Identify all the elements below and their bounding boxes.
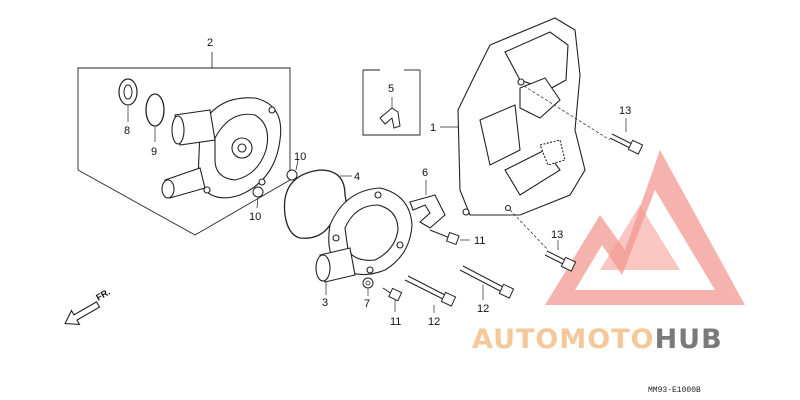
clip-part-5-box [362,69,421,136]
watermark-text: AUTOMOTOHUB [472,324,723,355]
callout-10b: 10 [249,211,261,223]
oil-seal-part-8 [118,78,138,122]
callout-13a: 13 [619,105,631,117]
watermark-text-part2: HUB [655,324,723,355]
washer-part-7 [362,277,374,296]
bolt-part-11a [382,287,403,312]
long-bolt-part-12a [404,275,457,313]
water-pump-body-part-2 [161,97,282,199]
o-ring-part-9 [145,93,165,142]
callout-4: 4 [354,171,360,183]
front-direction-arrow-icon: FR. [64,287,112,326]
callout-8: 8 [124,125,130,137]
watermark-text-part1: AUTOMOTO [472,324,655,355]
callout-1: 1 [430,122,436,134]
long-bolt-part-12b [459,265,515,300]
callout-5: 5 [388,83,394,95]
bolt-part-13b [509,209,577,272]
bolt-part-11b [429,229,470,246]
diagram-code: MM93-E1000B [648,386,701,395]
callout-13b: 13 [551,229,563,241]
callout-6: 6 [422,167,428,179]
callout-3: 3 [322,297,328,309]
dowel-pin-part-10a [286,159,299,181]
cover-part-1 [440,17,586,216]
clamp-part-6 [409,180,446,229]
front-direction-label: FR. [94,287,112,303]
dowel-pin-part-10b [252,186,264,209]
watermark-logo [545,150,745,305]
callout-9: 9 [151,146,157,158]
water-pump-cover-part-3 [315,187,413,295]
callout-10a: 10 [294,151,306,163]
bolt-part-13a [523,85,644,155]
callout-2: 2 [207,37,213,49]
callout-7: 7 [364,298,370,310]
callout-12b: 12 [477,303,489,315]
callout-11b: 11 [474,235,485,247]
callout-11a: 11 [390,316,401,328]
assembly-group-outline-2 [77,67,291,236]
callout-12a: 12 [428,316,440,328]
